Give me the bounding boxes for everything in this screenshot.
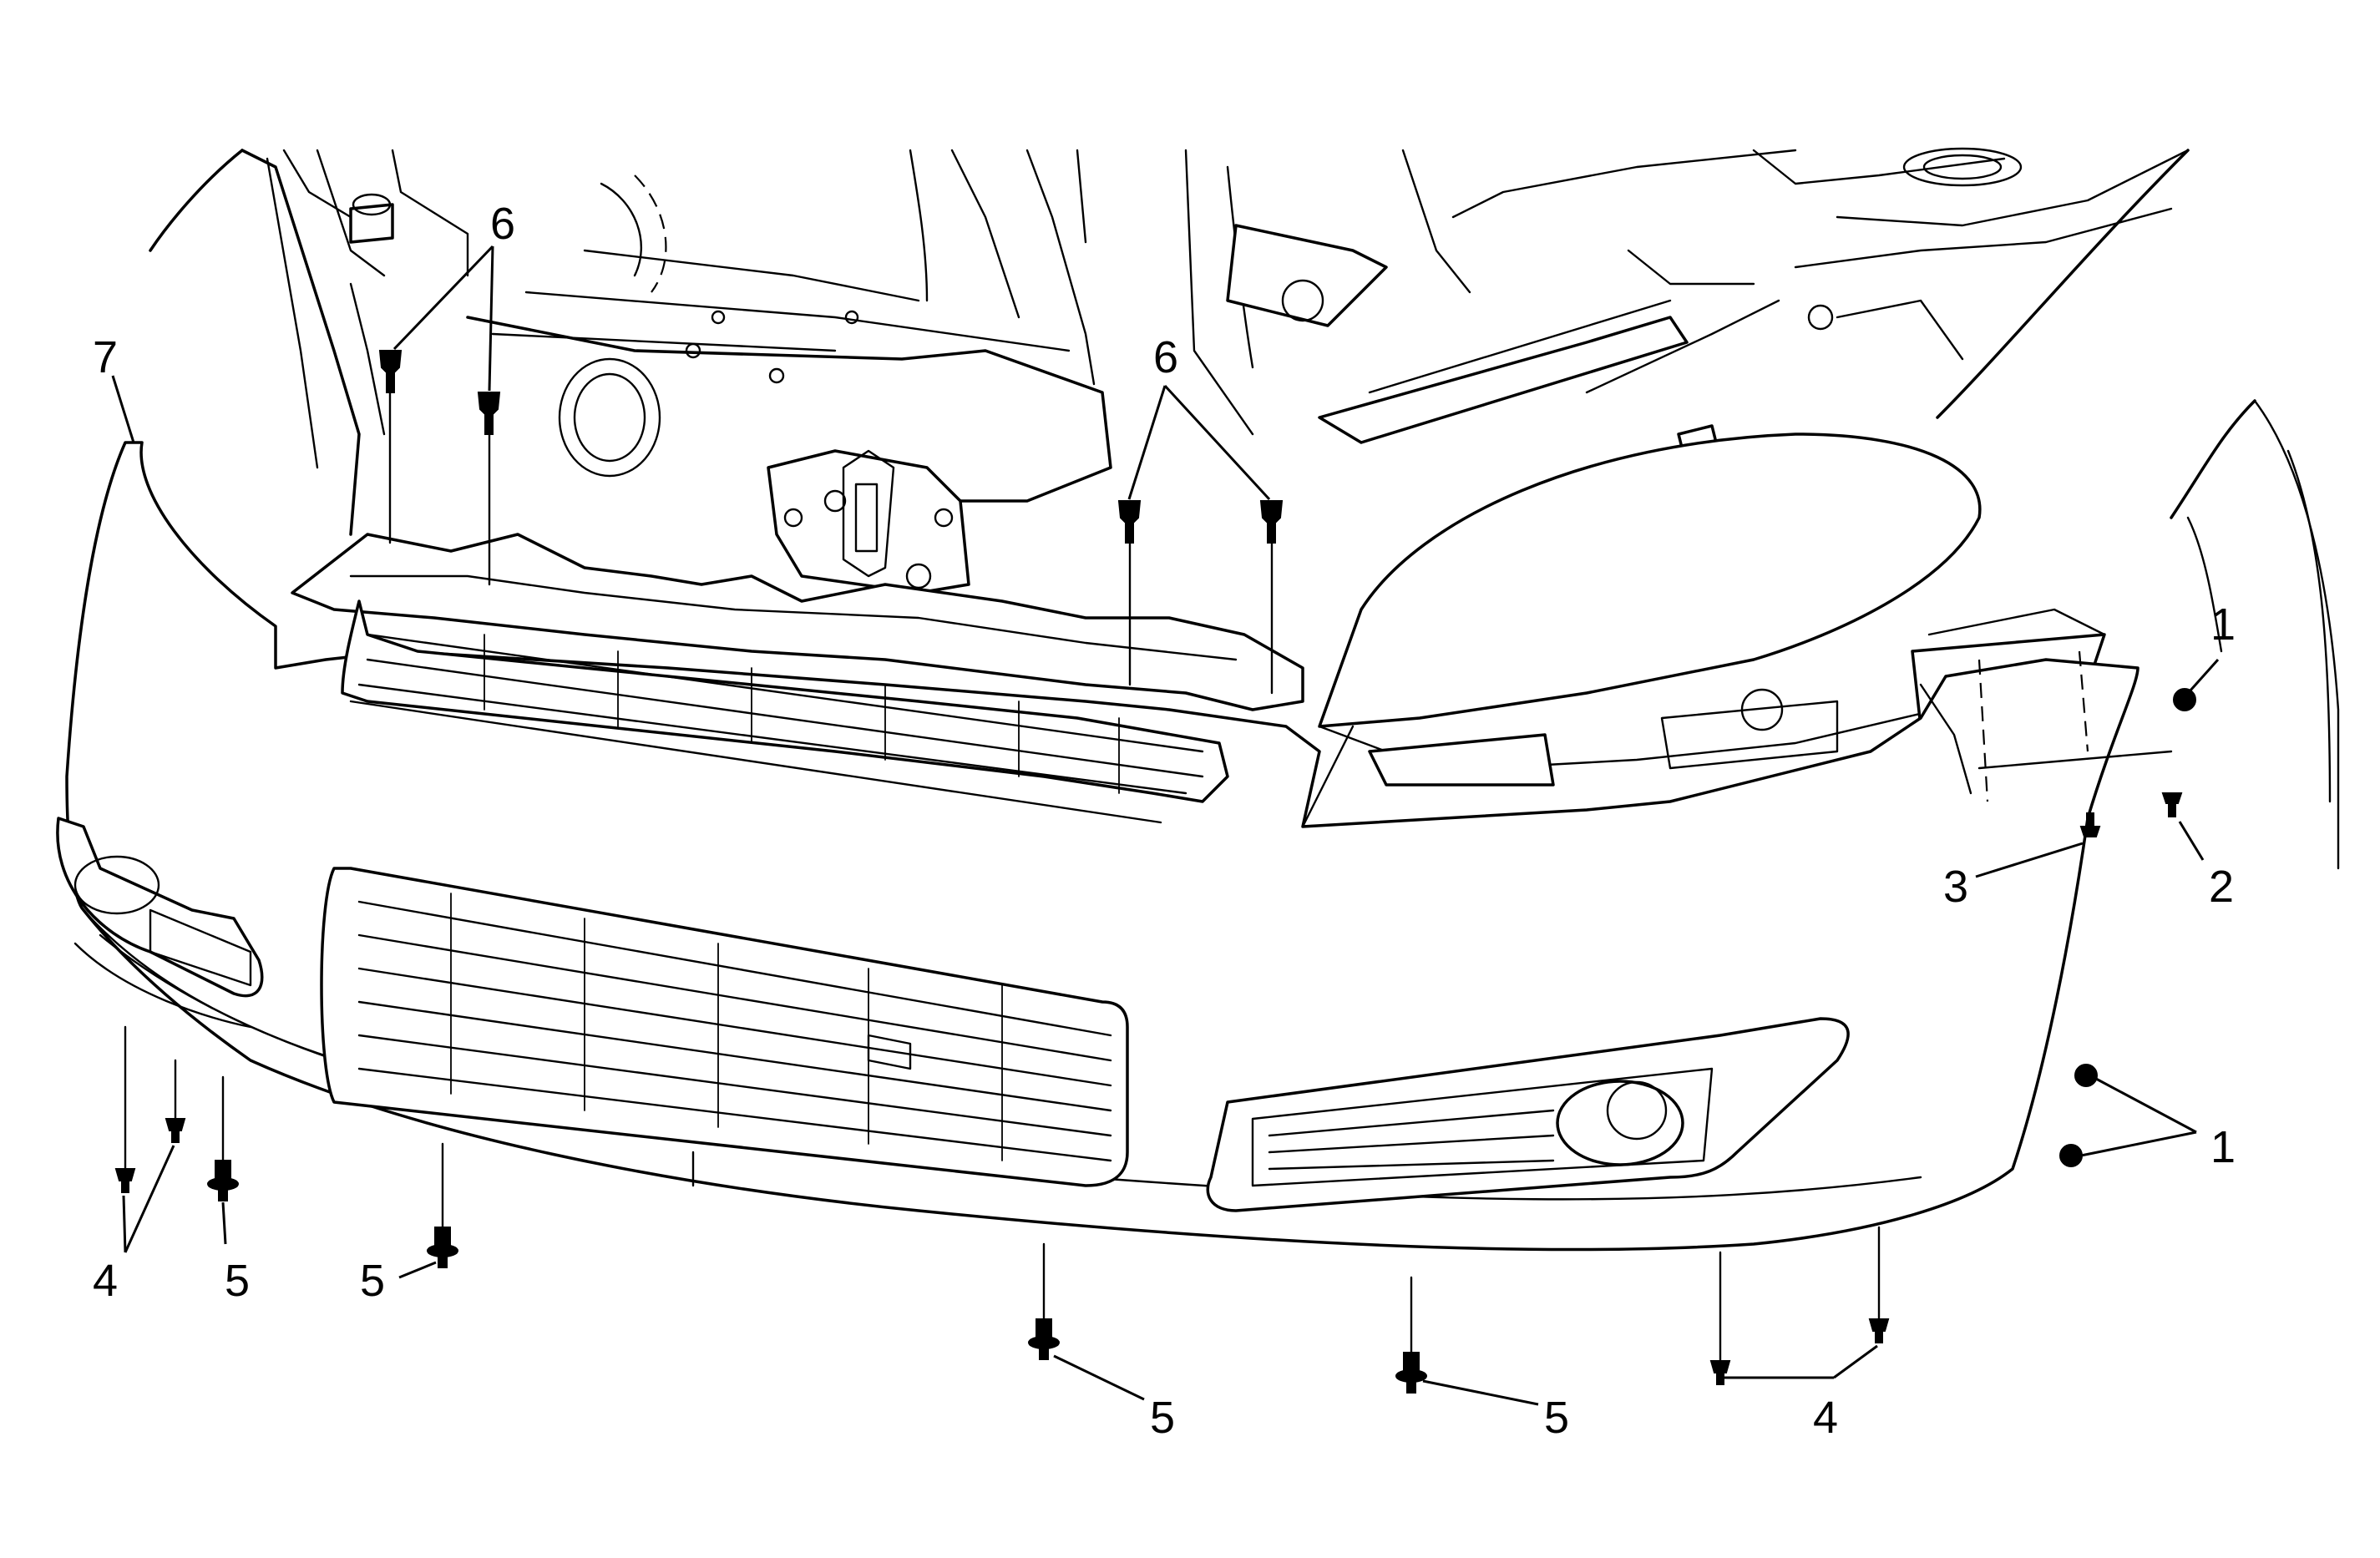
callout-5-c: 5: [1150, 1393, 1175, 1443]
callout-1-bottom: 1: [2210, 1122, 2236, 1172]
push-pin-6a: [378, 350, 403, 544]
callout-6-left: 6: [490, 199, 515, 249]
retainer-5d: [1395, 1276, 1427, 1394]
callout-4-left: 4: [93, 1256, 118, 1306]
callout-1-top: 1: [2210, 599, 2236, 650]
bolt-1-lower-b: [2059, 1144, 2083, 1167]
retainer-5a: [207, 1075, 239, 1201]
callout-4-right: 4: [1813, 1393, 1838, 1443]
bolt-1-top: [2173, 688, 2196, 711]
screw-2: [1977, 750, 2183, 817]
bolt-1-lower-a: [2074, 1064, 2098, 1087]
fasteners: [114, 350, 2196, 1394]
screw-3: [2079, 812, 2101, 837]
push-pin-6c: [1117, 500, 1142, 686]
upper-fascia-support: [291, 533, 1304, 711]
push-pin-6d: [1259, 500, 1284, 695]
callout-5-a: 5: [225, 1256, 250, 1306]
screw-4-left-b: [165, 1059, 186, 1143]
callout-7: 7: [93, 332, 118, 382]
leader-lines: [111, 245, 2220, 1406]
callout-6-right: 6: [1153, 332, 1178, 382]
retainer-5b: [427, 1142, 458, 1268]
callout-2: 2: [2209, 862, 2234, 912]
retainer-5c: [1028, 1242, 1060, 1360]
screw-4-left-a: [114, 1025, 136, 1193]
callout-5-d: 5: [1544, 1393, 1569, 1443]
callout-3: 3: [1943, 862, 1968, 912]
callout-labels: 7 6 6 1 2 3 1 4 5 5 5 5 4: [93, 199, 2236, 1443]
engine-compartment: [149, 147, 2340, 870]
push-pin-6b: [477, 392, 501, 586]
front-bumper-fascia: [56, 441, 2139, 1252]
screw-4-right-b: [1868, 1226, 1890, 1343]
screw-4-right-a: [1709, 1251, 1731, 1385]
callout-5-b: 5: [360, 1256, 385, 1306]
